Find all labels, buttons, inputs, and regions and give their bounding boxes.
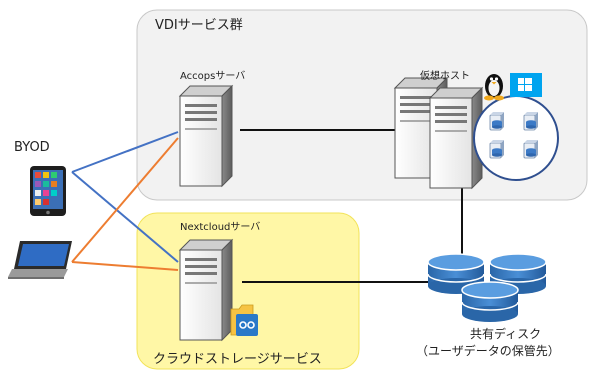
accops-server-label: Accopsサーバ [180, 71, 246, 82]
vm-icon [489, 139, 505, 159]
vm-icon [489, 111, 505, 131]
laptop-icon [8, 241, 72, 279]
vm-icon [523, 111, 539, 131]
tablet-icon [30, 166, 66, 216]
tablet-to-nextcloud-line [71, 171, 179, 263]
tablet-to-accops-line [71, 131, 179, 173]
cloud-storage-group [136, 212, 360, 370]
laptop-to-accops-line [71, 137, 179, 263]
vdi-group-label: VDIサービス群 [155, 18, 243, 33]
cloud-storage-group-label: クラウドストレージサービス [153, 352, 322, 367]
linux-penguin-icon [484, 74, 504, 101]
vm-cluster-circle [473, 95, 559, 181]
windows-icon [510, 73, 542, 97]
virtual-host-label: 仮想ホスト [420, 71, 470, 82]
vm-icon [523, 139, 539, 159]
nextcloud-folder-icon [230, 304, 258, 336]
shared-disk-label: 共有ディスク [470, 327, 542, 341]
accops-server-icon [179, 85, 233, 187]
byod-label: BYOD [14, 140, 50, 155]
nextcloud-server-label: Nextcloudサーバ [180, 222, 261, 233]
disk-icon [461, 281, 519, 323]
shared-disk-sublabel: （ユーザデータの保管先） [416, 344, 560, 358]
laptop-to-nextcloud-line [71, 261, 179, 271]
nextcloud-server-icon [179, 239, 233, 341]
